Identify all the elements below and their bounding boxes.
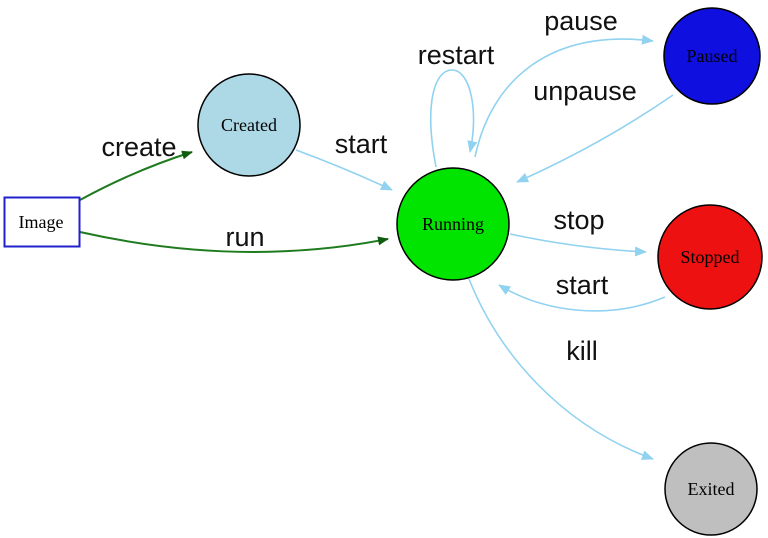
node-running-label: Running (422, 214, 484, 234)
edge-layer (79, 34, 674, 460)
edge-restart (430, 69, 478, 168)
node-exited-label: Exited (688, 479, 735, 499)
node-image: Image (3, 196, 81, 248)
edge-unpause (516, 94, 674, 183)
edge-label-unpause: unpause (533, 76, 637, 106)
edge-label-start-created: start (335, 129, 388, 159)
node-paused: Paused (663, 7, 761, 105)
node-created-circle (197, 73, 301, 177)
node-layer: Image Created Running Paused Stopped Exi… (3, 7, 763, 536)
edge-start-created (295, 149, 393, 191)
edge-stop (509, 233, 647, 257)
edge-start-stopped (498, 284, 666, 312)
edge-run (79, 231, 389, 253)
node-exited: Exited (664, 442, 758, 536)
node-paused-label: Paused (687, 46, 738, 66)
node-stopped-circle (657, 204, 763, 310)
edge-label-kill: kill (566, 336, 598, 366)
node-running: Running (396, 167, 510, 281)
edge-kill (468, 278, 654, 460)
node-exited-circle (664, 442, 758, 536)
node-image-label: Image (19, 212, 64, 232)
node-stopped-label: Stopped (680, 247, 739, 267)
edge-label-start-stopped: start (556, 270, 609, 300)
edge-label-layer: create start run restart pause unpause s… (101, 6, 636, 366)
node-running-circle (396, 167, 510, 281)
edge-create (79, 150, 193, 201)
node-image-box (3, 196, 81, 248)
edge-label-run: run (225, 222, 264, 252)
node-stopped: Stopped (657, 204, 763, 310)
node-created: Created (197, 73, 301, 177)
edge-label-create: create (101, 132, 176, 162)
edge-label-stop: stop (553, 205, 604, 235)
edge-label-pause: pause (544, 6, 618, 36)
node-created-label: Created (221, 115, 277, 135)
edge-label-restart: restart (418, 40, 495, 70)
node-paused-circle (663, 7, 761, 105)
edge-pause (474, 34, 654, 158)
